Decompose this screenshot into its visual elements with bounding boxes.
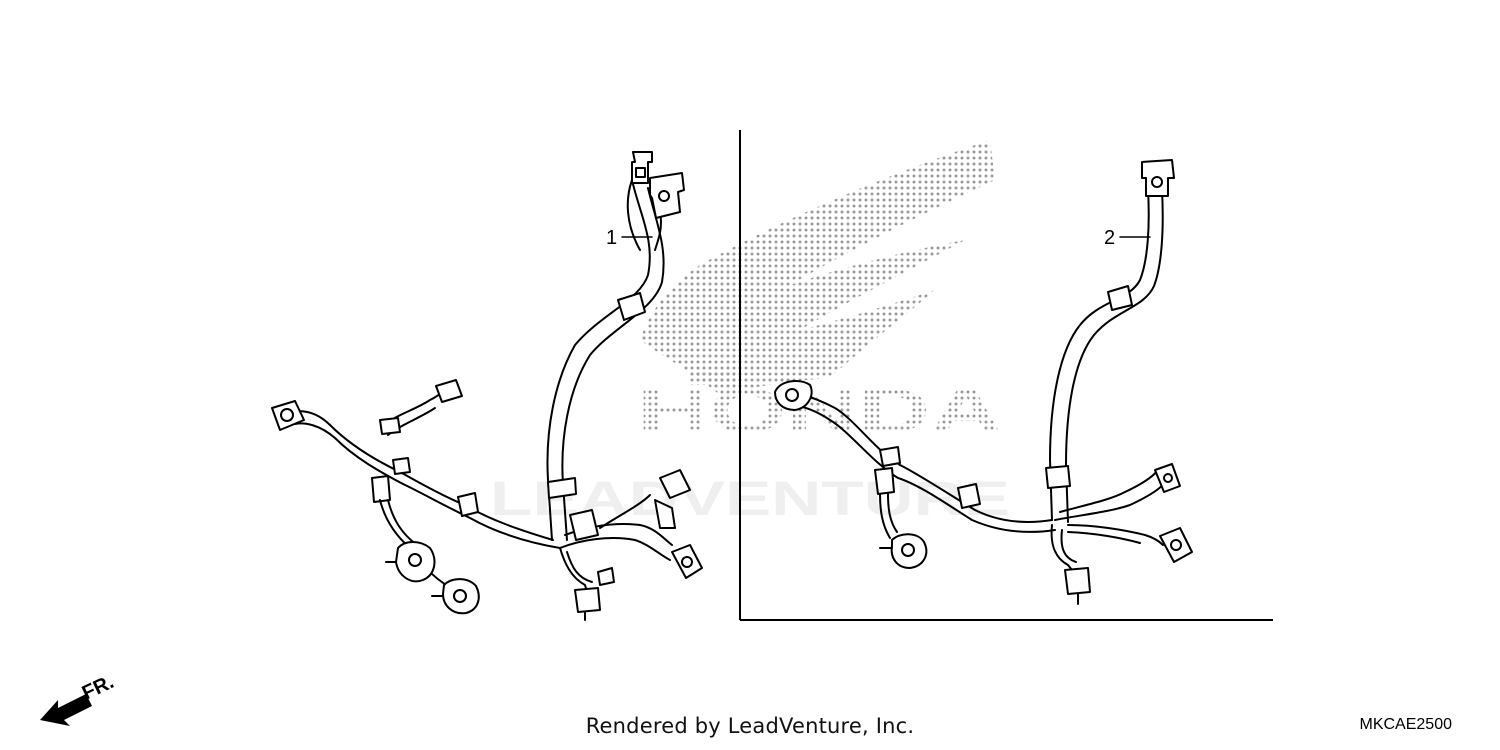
callout-1: 1 bbox=[606, 227, 617, 249]
panel-divider bbox=[739, 130, 1273, 621]
watermark-brand: HONDA bbox=[637, 377, 1002, 446]
diagram-code: MKCAE2500 bbox=[1359, 716, 1453, 733]
honda-watermark: HONDA LEADVENTURE bbox=[490, 140, 1010, 526]
wing-logo-icon bbox=[640, 140, 995, 395]
wire-harness-part-2[interactable] bbox=[774, 159, 1193, 605]
front-arrow-icon bbox=[40, 694, 92, 726]
footer-credit: Rendered by LeadVenture, Inc. bbox=[585, 714, 915, 738]
wire-harness-part-1[interactable] bbox=[271, 151, 703, 621]
callout-2: 2 bbox=[1104, 227, 1115, 249]
